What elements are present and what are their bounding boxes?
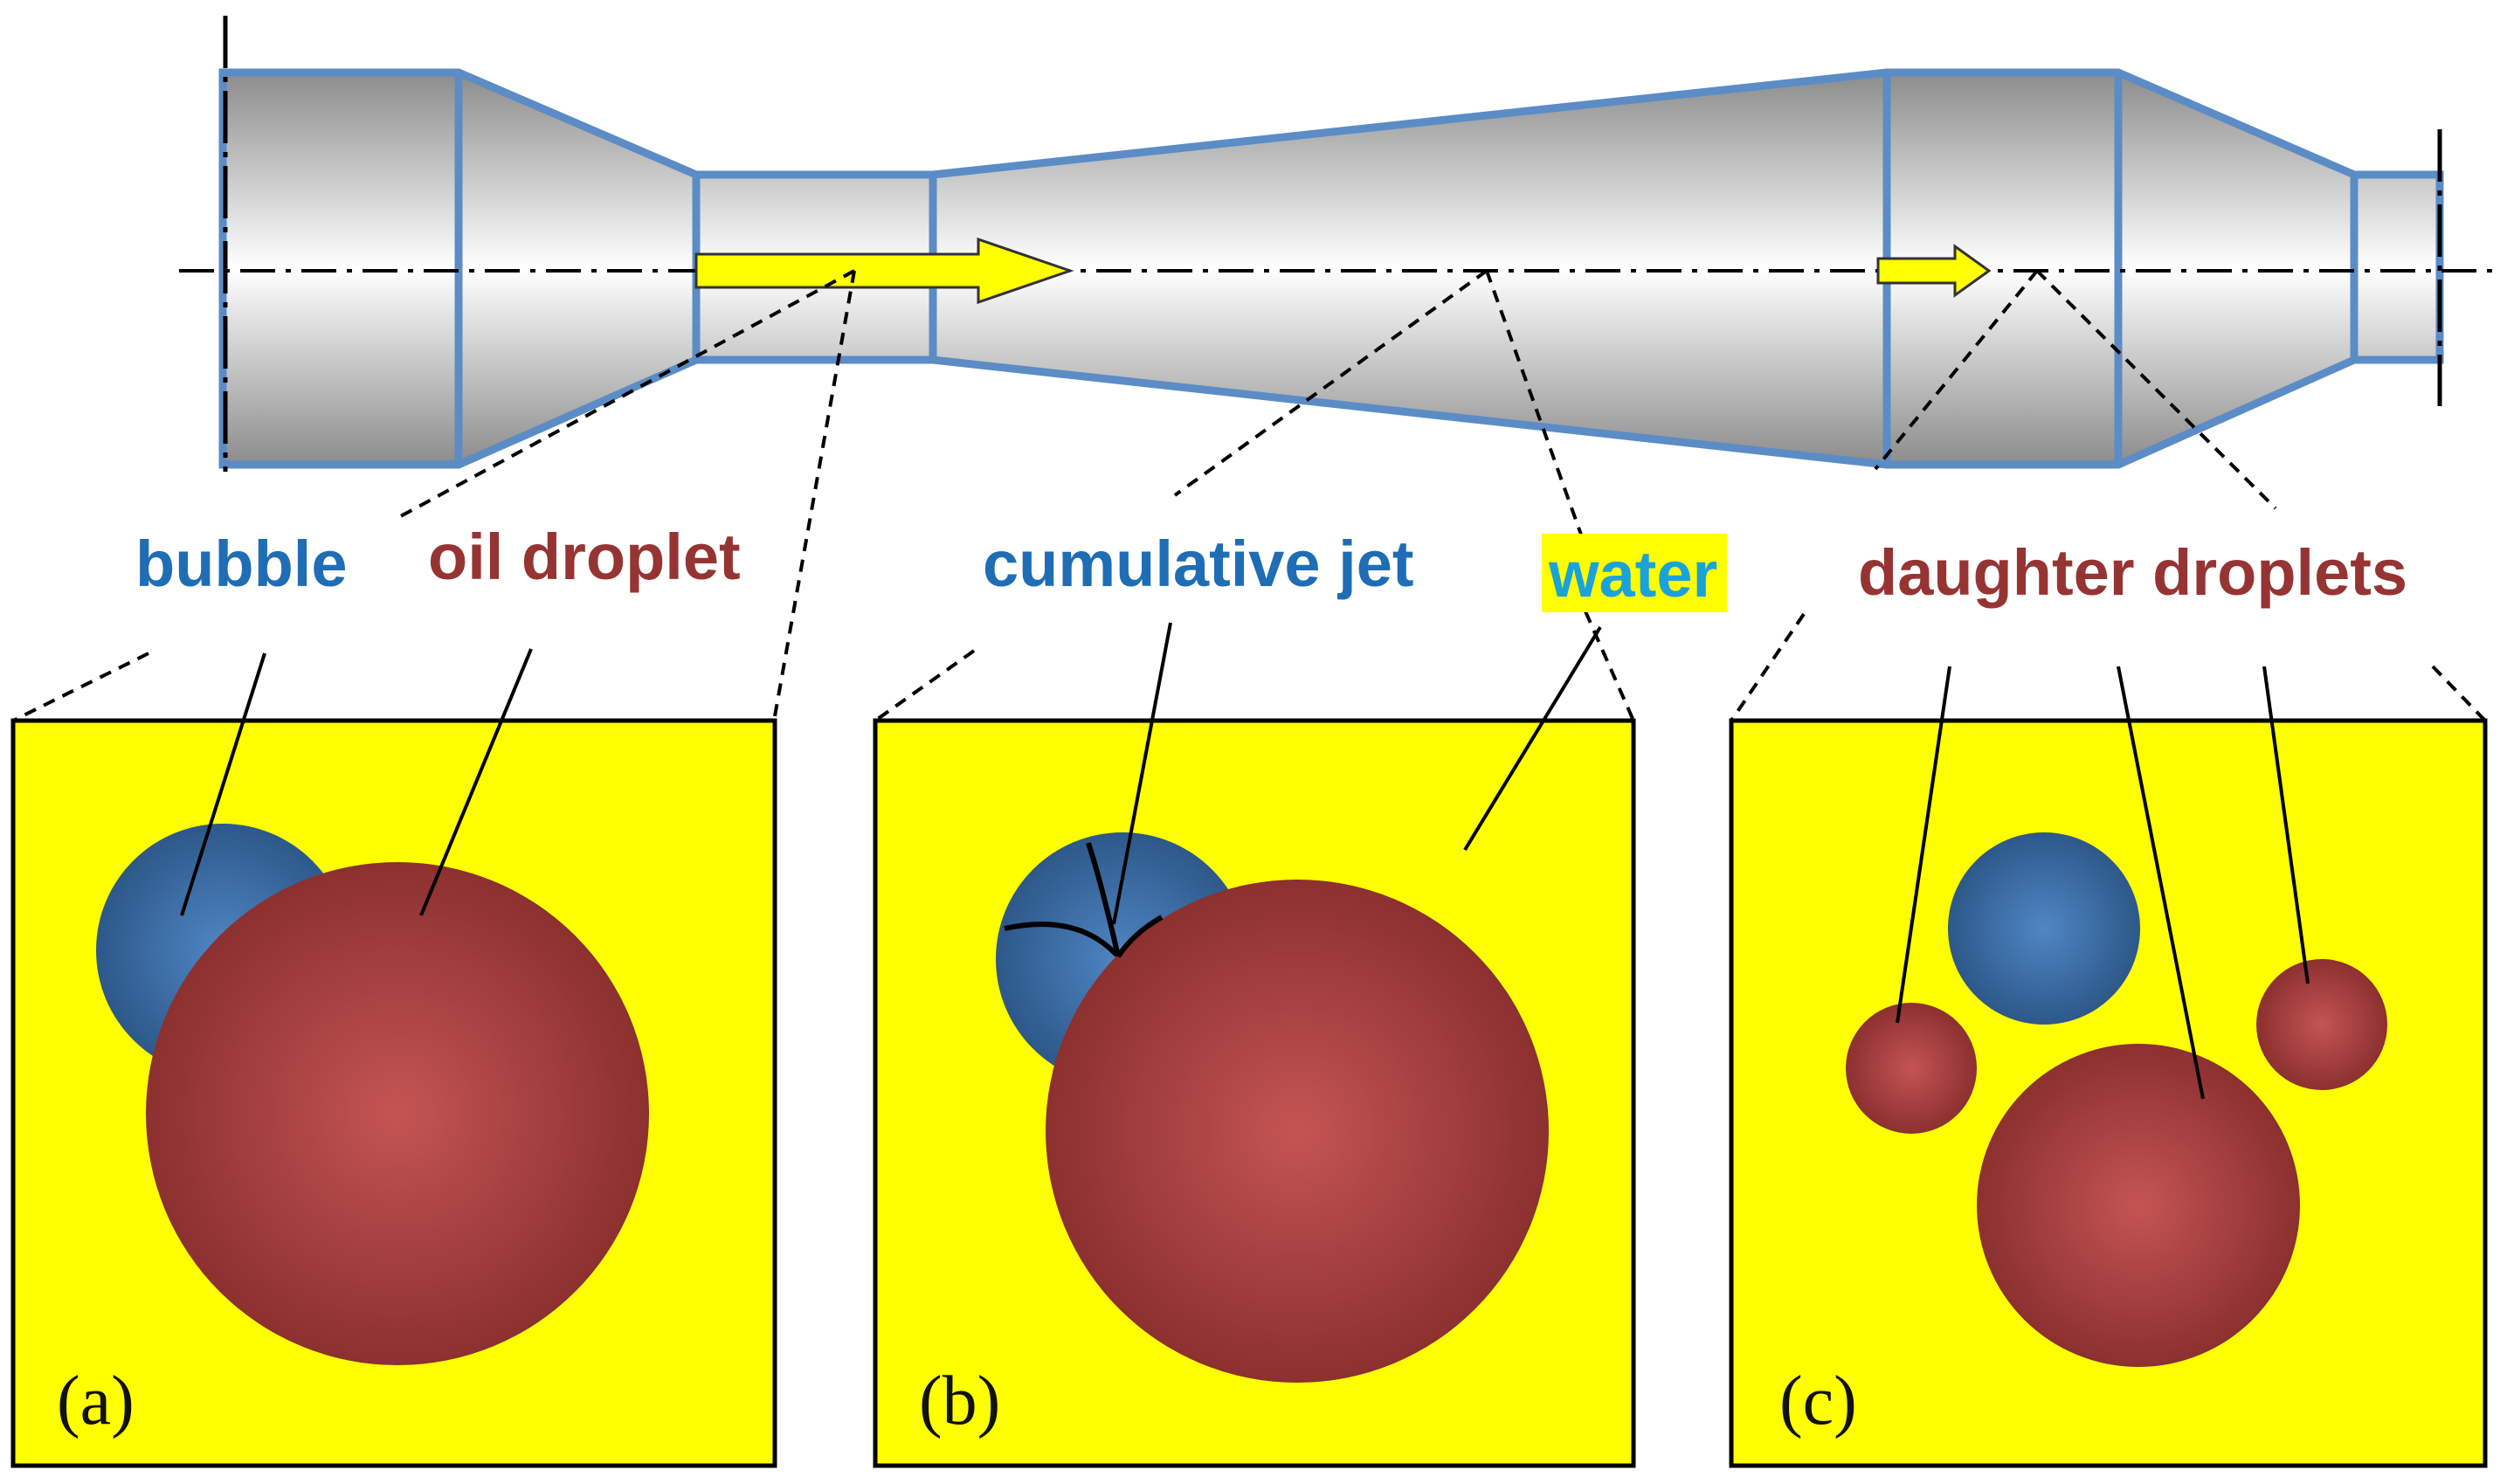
water-label-highlight: [1542, 534, 1727, 612]
panel-c-leader-right: [2262, 666, 2310, 984]
box-a-corner-left: [12, 652, 149, 722]
flow-arrow-throat: [694, 237, 1074, 305]
box-b-corner-right: [1584, 611, 1635, 721]
panel-c: (c): [1729, 666, 2488, 1468]
bubble-label: bubble: [135, 528, 348, 600]
cumulative-jet-label: cumulative jet: [983, 528, 1414, 600]
panel-c-daughter-droplet-large: [1977, 1044, 2300, 1367]
box-c-corner-left: [1730, 612, 1806, 722]
panel-b-label: (b): [919, 1363, 1000, 1439]
zoom-line-c-left: [1874, 269, 2039, 471]
panel-b-oil-droplet: [1046, 880, 1549, 1383]
panel-a: (a): [10, 648, 777, 1468]
box-c-corner-right: [2431, 665, 2487, 722]
panel-a-bubble-leader: [180, 652, 266, 916]
oil-droplet-label: oil droplet: [428, 521, 741, 593]
zoom-guides: [12, 269, 2487, 722]
panel-c-leader-center: [2117, 666, 2205, 1100]
panel-c-bubble: [1948, 832, 2140, 1025]
panel-a-label: (a): [57, 1363, 135, 1439]
panel-c-label: (c): [1779, 1363, 1857, 1439]
panel-b: (b): [873, 622, 1636, 1468]
zoom-line-c-right: [2035, 269, 2277, 510]
daughter-droplets-label: daughter droplets: [1858, 536, 2407, 609]
cumulative-jet-icon: [1004, 842, 1164, 958]
box-b-corner-left: [874, 649, 976, 722]
panel-c-daughter-droplet-small-left: [1846, 1003, 1977, 1134]
panel-c-daughter-droplet-small-right: [2256, 959, 2387, 1090]
panel-a-oil-leader: [419, 648, 533, 916]
panel-c-leader-left: [1896, 666, 1951, 1024]
panel-a-oil-droplet: [146, 862, 649, 1365]
panel-b-water-leader: [1463, 625, 1602, 852]
zoom-line-b-left: [1173, 269, 1488, 497]
flow-arrow-outlet: [1876, 244, 1992, 298]
venturi-pipe: [179, 16, 2498, 472]
water-label: water: [1548, 538, 1717, 611]
zoom-line-b-right: [1485, 270, 1583, 535]
zoom-line-a-left: [397, 269, 855, 520]
panel-b-jet-leader: [1112, 622, 1172, 925]
